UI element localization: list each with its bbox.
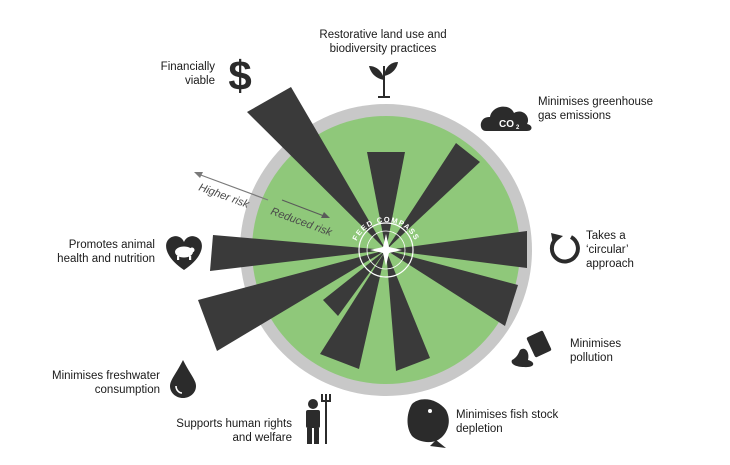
heart-pig-icon	[166, 236, 202, 270]
wedge-greenhouse	[386, 143, 480, 250]
reduced-risk-arrow	[281, 199, 325, 217]
wedge-human-rights	[320, 250, 386, 369]
spilling-barrel-icon	[511, 330, 552, 368]
reduced-risk-arrowhead	[321, 212, 330, 218]
label-pollution: Minimises pollution	[570, 338, 622, 364]
wedge-pollution	[386, 250, 518, 326]
fish-icon	[407, 399, 449, 448]
higher-risk-arrowhead	[194, 172, 203, 178]
wedge-freshwater	[198, 250, 386, 351]
higher-risk-arrow	[197, 173, 269, 201]
center-ring-outer	[358, 222, 414, 278]
wedge-circular	[386, 231, 527, 268]
svg-text:2: 2	[516, 125, 520, 131]
higher-risk-label: Higher risk	[197, 182, 251, 211]
center-ring-inner	[366, 230, 406, 270]
wedges	[198, 87, 527, 371]
label-human-rights: Supports human rights and welfare	[176, 418, 292, 444]
wedge-small-a	[323, 250, 386, 316]
label-circular-approach: Takes a ‘circular’ approach	[586, 230, 634, 270]
co2-cloud-icon: CO 2	[480, 106, 532, 131]
label-fish-stock: Minimises fish stock depletion	[456, 409, 559, 435]
circular-arrow-icon	[549, 233, 580, 264]
dollar-icon: $	[228, 52, 251, 99]
wedge-financially-viable	[247, 87, 386, 250]
label-freshwater: Minimises freshwater consumption	[52, 370, 160, 396]
svg-text:CO: CO	[499, 119, 514, 130]
seedling-icon	[369, 62, 398, 98]
label-financially-viable: Financially viable	[160, 61, 215, 87]
farmer-pitchfork-icon	[306, 394, 331, 444]
label-greenhouse-gas: Minimises greenhouse gas emissions	[538, 96, 654, 122]
wedge-land-use	[367, 152, 405, 250]
wedge-fish	[386, 250, 430, 371]
label-animal-health: Promotes animal health and nutrition	[57, 239, 155, 265]
water-drop-icon	[170, 360, 196, 398]
wedge-animal-health	[210, 235, 386, 271]
compass-star	[370, 234, 402, 266]
svg-text:$: $	[228, 52, 251, 99]
label-restorative-land-use: Restorative land use and biodiversity pr…	[319, 29, 447, 55]
